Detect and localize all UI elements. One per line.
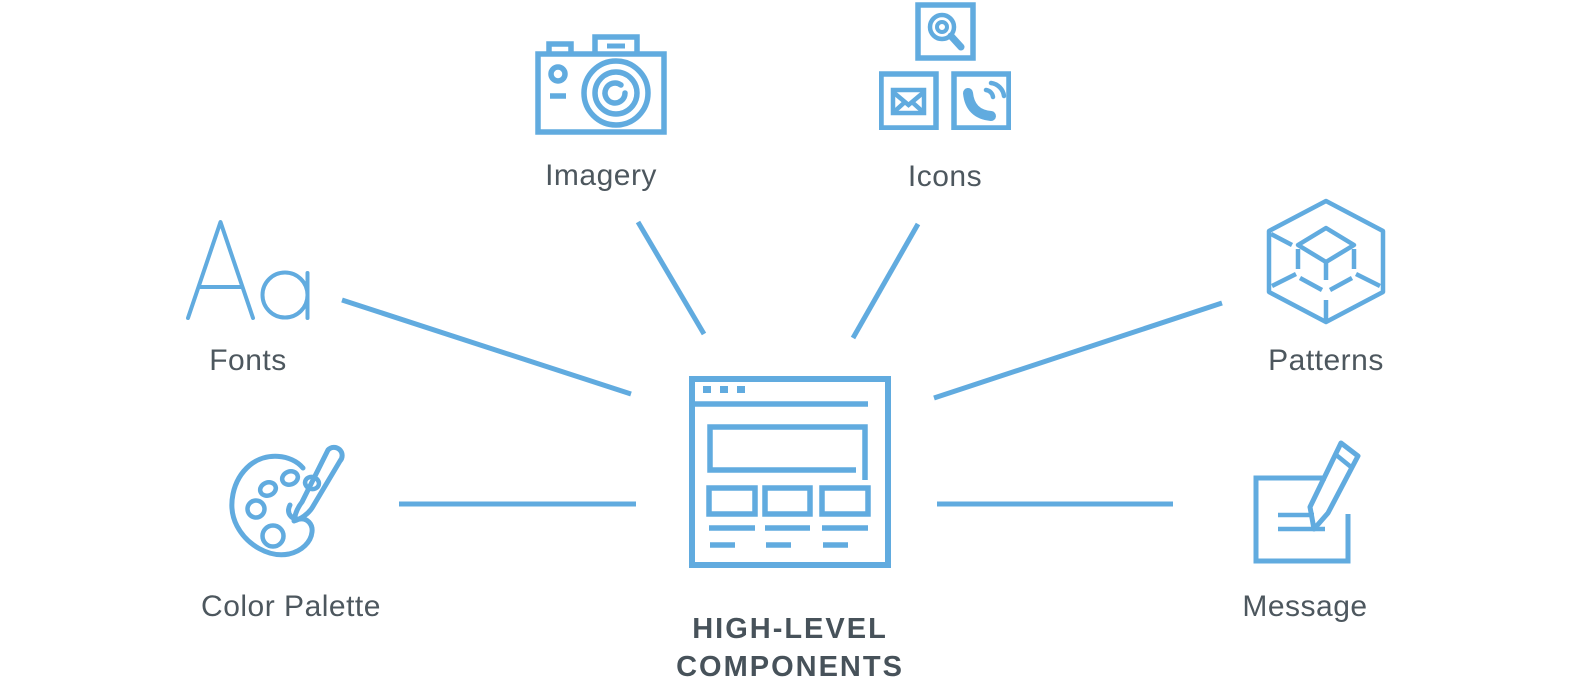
fonts-label: Fonts — [209, 344, 287, 377]
phone-icon — [951, 71, 1011, 130]
color-palette-label: Color Palette — [201, 590, 381, 623]
icons-label: Icons — [907, 160, 983, 193]
window-dot — [720, 386, 728, 393]
node-color-palette: Color Palette — [191, 443, 391, 623]
message-label: Message — [1242, 590, 1368, 623]
node-patterns: Patterns — [1220, 198, 1432, 377]
window-dot — [703, 386, 711, 393]
search-icon — [915, 2, 976, 61]
diagram-title: HIGH-LEVEL COMPONENTS — [676, 610, 904, 686]
mail-icon — [879, 71, 939, 130]
camera-icon — [535, 34, 667, 135]
letter-aa-icon — [185, 220, 309, 320]
connector-patterns — [933, 300, 1223, 401]
connector-fonts — [341, 297, 632, 397]
diagram-title-line1: HIGH-LEVEL — [692, 613, 888, 645]
window-dot — [737, 386, 745, 393]
imagery-label: Imagery — [545, 159, 657, 192]
node-imagery: Imagery — [501, 33, 701, 192]
patterns-label: Patterns — [1268, 344, 1384, 377]
node-center: HIGH-LEVEL COMPONENTS — [660, 376, 920, 686]
paint-palette-icon — [229, 444, 345, 558]
node-fonts: Fonts — [148, 218, 348, 377]
connector-imagery — [635, 220, 707, 336]
node-message: Message — [1205, 440, 1405, 623]
connector-icons — [850, 222, 921, 340]
icon-set-icon — [879, 2, 1011, 130]
wireframe-cube-icon — [1266, 198, 1386, 325]
pencil-document-icon — [1253, 440, 1361, 564]
browser-window-icon — [689, 376, 891, 568]
diagram-title-line2: COMPONENTS — [676, 651, 904, 683]
paintbrush-icon — [291, 444, 345, 524]
pencil-icon — [1307, 440, 1361, 532]
node-icons: Icons — [845, 2, 1045, 193]
